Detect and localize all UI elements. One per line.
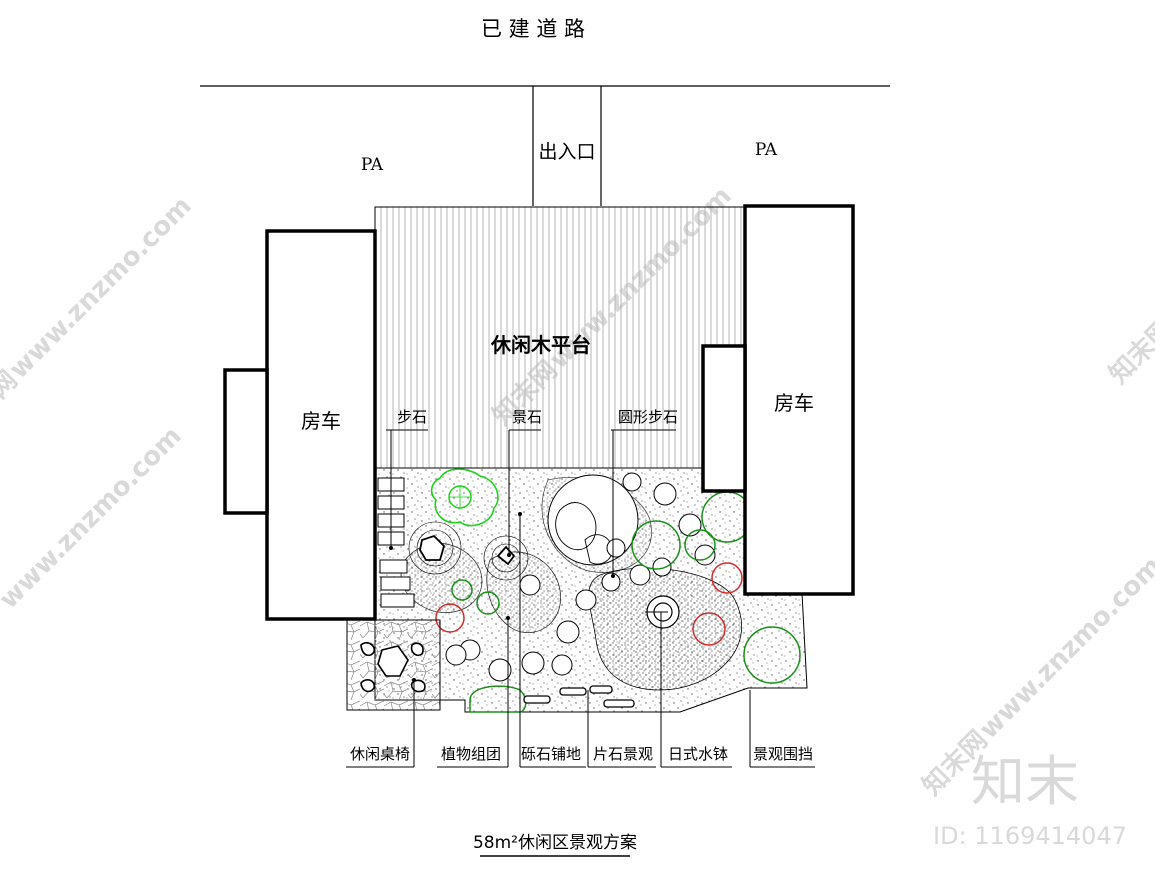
table-chairs-area [346, 619, 441, 711]
callout-japanese-basin: 日式水钵 [668, 745, 728, 763]
slate-feature [523, 685, 635, 708]
top-callouts: 步石 景石 圆形步石 [386, 408, 678, 578]
watermark-site-3: www.znzmo.com [0, 421, 188, 615]
pa-label-right: PA [755, 140, 778, 160]
deck-label: 休闲木平台 [490, 333, 591, 357]
pa-label-left: PA [361, 155, 384, 175]
watermark-id: ID: 1169414047 [933, 822, 1127, 850]
shrub [451, 579, 473, 601]
entrance-label: 出入口 [538, 141, 595, 163]
watermark-logo-text: 知末 [971, 750, 1079, 813]
rv-right: 房车 [701, 204, 855, 596]
callout-stepping-stones: 步石 [397, 408, 427, 426]
drawing-title: 58m²休闲区景观方案 [473, 833, 637, 857]
callout-feature-rock: 景石 [512, 408, 542, 426]
watermark-site-1: www.znzmo.com [4, 191, 198, 385]
watermark-brand-5: 知末网 [1104, 314, 1155, 390]
callout-plant-group: 植物组团 [441, 745, 501, 763]
entrance: 出入口 [532, 86, 602, 206]
watermark-logo: 知末 ID: 1169414047 [933, 750, 1127, 850]
road: 已 建 道 路 [200, 17, 890, 87]
plants [430, 468, 801, 713]
callout-slate-feature: 片石景观 [593, 745, 653, 763]
rv-right-label: 房车 [774, 391, 814, 415]
feature-rocks [408, 521, 529, 581]
water-basin [645, 595, 680, 629]
watermark-site-4: www.znzmo.com [974, 551, 1155, 745]
rv-left: 房车 [223, 229, 377, 621]
callout-table-chairs: 休闲桌椅 [350, 745, 410, 763]
callout-landscape-wall: 景观围挡 [753, 745, 813, 763]
bottom-callouts: 休闲桌椅 植物组团 砾石铺地 片石景观 日式水钵 景观围挡 [346, 512, 815, 768]
road-label: 已 建 道 路 [481, 17, 585, 41]
callout-round-stepping-stones: 圆形步石 [618, 408, 678, 426]
rv-left-label: 房车 [301, 409, 341, 433]
callout-gravel-paving: 砾石铺地 [521, 745, 581, 763]
wooden-deck: 休闲木平台 [374, 206, 746, 469]
drawing-title-text: 58m²休闲区景观方案 [473, 833, 637, 853]
green-tree [430, 468, 499, 527]
